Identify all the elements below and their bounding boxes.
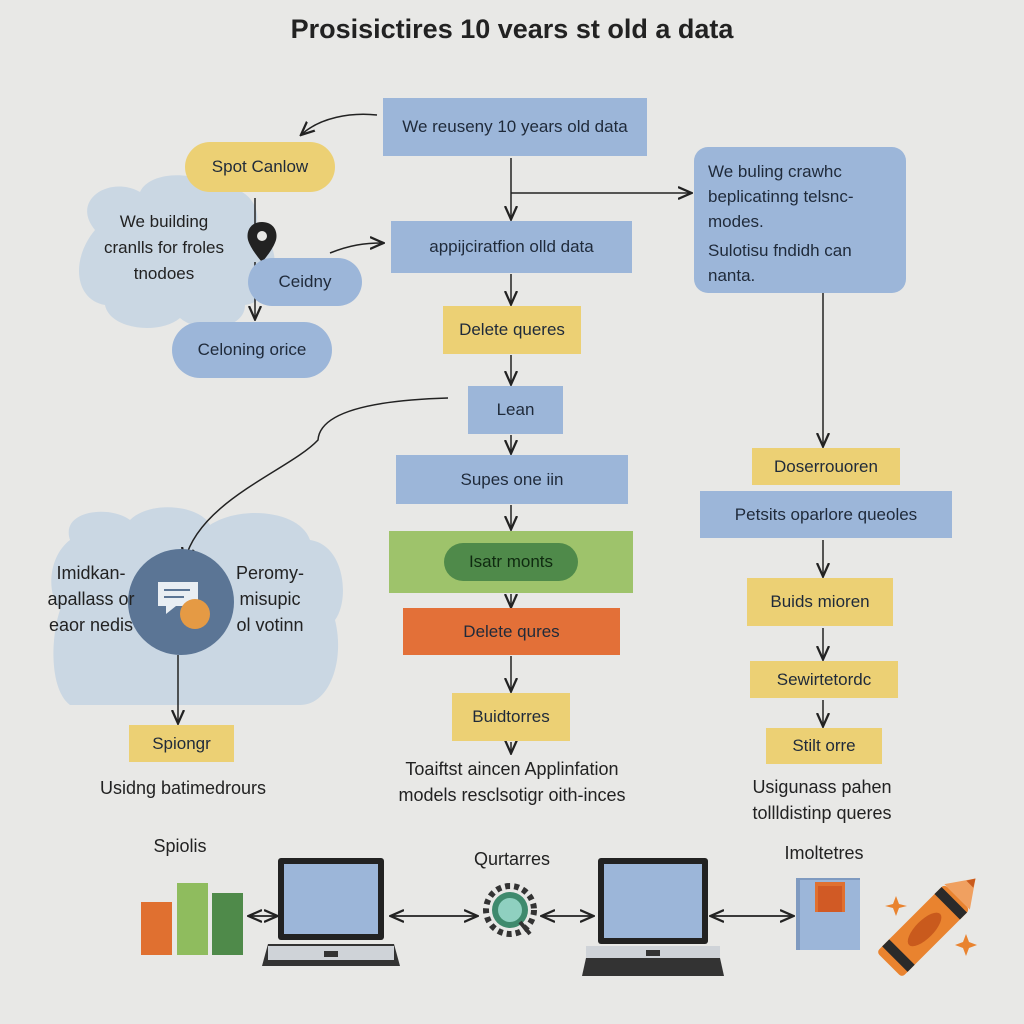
node-petsits: Petsits oparlore queoles <box>700 491 952 538</box>
laptop-icon-left <box>262 858 400 966</box>
gear-search-icon <box>483 883 537 937</box>
sparkle-icon-2 <box>955 934 977 956</box>
node-stilt: Stilt orre <box>766 728 882 764</box>
node-buids: Buids mioren <box>747 578 893 626</box>
spiolis-label: Spiolis <box>153 836 207 856</box>
right-caption: Usigunass pahen tollldistinp queres <box>752 777 892 823</box>
node-delete-queres-1: Delete queres <box>443 306 581 354</box>
center-caption: Toaiftst aincen Applinfation models resc… <box>398 759 626 805</box>
qurtarres-label: Qurtarres <box>473 849 551 869</box>
node-top-center: We reuseny 10 years old data <box>383 98 647 156</box>
left-cloud-text-right: Peromy- misupic ol votinn <box>235 563 304 635</box>
right-speech-bubble: We buling crawhc beplicatinng telsnc-mod… <box>694 147 906 293</box>
laptop-icon-right <box>582 858 724 976</box>
node-celoning: Celoning orice <box>172 322 332 378</box>
node-doserrouoren: Doserrouoren <box>752 448 900 485</box>
crayon-icon <box>878 878 976 976</box>
document-icon <box>796 878 860 950</box>
right-bubble-text-2: Sulotisu fndidh can nanta. <box>708 241 852 285</box>
node-lean: Lean <box>468 386 563 434</box>
diagram-title: Prosisictires 10 vears st old a data <box>290 14 734 44</box>
node-ceidny: Ceidny <box>248 258 362 306</box>
node-spot: Spot Canlow <box>185 142 335 192</box>
node-supes: Supes one iin <box>396 455 628 504</box>
node-buidtorres: Buidtorres <box>452 693 570 741</box>
node-spiongr: Spiongr <box>129 725 234 762</box>
imoltetres-label: Imoltetres <box>784 843 864 863</box>
node-delete-queres-2: Delete qures <box>403 608 620 655</box>
sparkle-icon-1 <box>885 896 907 916</box>
node-isatr-container: Isatr monts <box>389 531 633 593</box>
upper-left-cloud <box>78 175 275 328</box>
chat-document-icon <box>128 549 234 655</box>
right-bubble-text-1: We buling crawhc beplicatinng telsnc-mod… <box>708 162 854 231</box>
bar-chart-icon <box>141 883 243 955</box>
usidng-label: Usidng batimedrours <box>99 778 267 798</box>
node-isatr: Isatr monts <box>444 543 578 581</box>
node-app-data: appijciratfion olld data <box>391 221 632 273</box>
map-pin-icon <box>247 222 277 262</box>
left-cloud-text-left: Imidkan- apallass or eaor nedis <box>47 563 135 635</box>
node-sewirtetorde: Sewirtetordc <box>750 661 898 698</box>
cloud-text: We building cranlls for froles tnodoes <box>104 212 224 283</box>
